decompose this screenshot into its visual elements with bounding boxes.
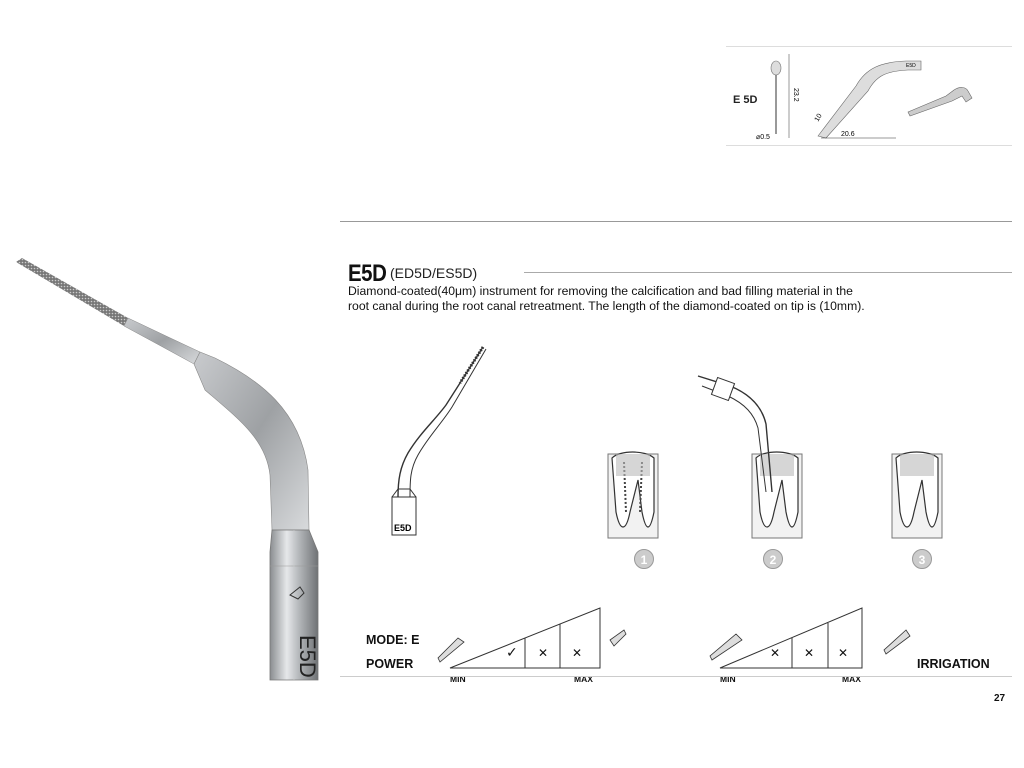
dim-tip: 10	[814, 113, 824, 123]
description-line-1: Diamond-coated(40μm) instrument for remo…	[348, 284, 853, 298]
tip-line-drawing: E5D	[391, 346, 487, 536]
treatment-steps-drawing	[607, 375, 943, 539]
tooth-step-3	[891, 451, 943, 539]
bottom-rule	[340, 676, 1012, 677]
step-number-1: 1	[634, 549, 654, 569]
title-rule	[524, 272, 1012, 273]
irrigation-mark-1: ✕	[770, 646, 781, 660]
dim-height: 23.2	[792, 88, 799, 102]
power-mark-3: ✕	[572, 646, 583, 660]
spec-tip-marking: E5D	[906, 63, 916, 69]
product-code: E5D	[348, 260, 387, 287]
step-number-2: 2	[763, 549, 783, 569]
power-min: MIN	[450, 674, 466, 684]
irrigation-mark-2: ✕	[804, 646, 815, 660]
tip-drawing-marking: E5D	[394, 523, 412, 533]
dim-diameter: ⌀0.5	[756, 134, 770, 141]
spec-drawing: 23.2 ⌀0.5 E5D 20.6 10	[756, 54, 973, 141]
irrigation-gauge-graphic	[709, 607, 911, 669]
tooth-step-1	[607, 451, 659, 539]
spec-label: E 5D	[733, 94, 758, 106]
dim-width: 20.6	[841, 131, 855, 138]
power-label: POWER	[366, 657, 414, 671]
irrigation-mark-3: ✕	[838, 646, 849, 660]
irrigation-max: MAX	[842, 674, 861, 684]
power-max: MAX	[574, 674, 593, 684]
spec-diagram-box: E 5D 23.2 ⌀0.5 E5D 20.6 10	[726, 46, 1012, 146]
step-number-3: 3	[912, 549, 932, 569]
page-number: 27	[994, 693, 1006, 704]
power-gauge-graphic	[437, 607, 627, 669]
big-tip-marking: E5D	[295, 635, 320, 678]
irrigation-label: IRRIGATION	[917, 657, 990, 671]
irrigation-min: MIN	[720, 674, 736, 684]
section-divider	[340, 221, 1012, 222]
tooth-step-2	[697, 375, 803, 539]
power-mark-2: ✕	[538, 646, 549, 660]
large-tip-illustration: E5D	[16, 258, 320, 681]
product-variants: (ED5D/ES5D)	[390, 265, 478, 281]
description-line-2: root canal during the root canal retreat…	[348, 299, 865, 313]
mode-label: MODE: E	[366, 633, 420, 647]
irrigation-gauge: ✕ ✕ ✕ MIN MAX	[700, 600, 915, 695]
power-gauge: ✓ ✕ ✕ MIN MAX	[420, 600, 630, 695]
power-mark-1: ✓	[506, 644, 518, 660]
product-description: Diamond-coated(40μm) instrument for remo…	[348, 284, 1020, 314]
